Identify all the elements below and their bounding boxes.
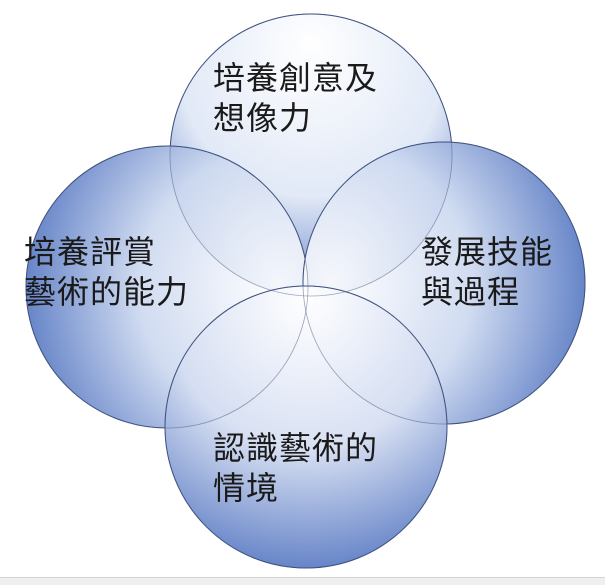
label-bottom-line-1: 認識藝術的 (213, 429, 379, 467)
label-bottom: 認識藝術的 情境 (213, 428, 378, 508)
outline-top (169, 13, 453, 297)
label-bottom-line-2: 情境 (213, 469, 280, 507)
label-right-line-1: 發展技能 (421, 233, 554, 271)
label-top-line-1: 培養創意及 (213, 59, 379, 97)
label-left-line-2: 藝術的能力 (24, 273, 190, 311)
outline-left (25, 145, 309, 429)
label-right: 發展技能 與過程 (421, 232, 553, 312)
outline-bottom (164, 285, 448, 569)
label-left: 培養評賞 藝術的能力 (24, 232, 189, 312)
outline-right (302, 141, 586, 425)
label-top: 培養創意及 想像力 (213, 58, 378, 138)
label-right-line-2: 與過程 (421, 273, 521, 311)
circle-outlines (25, 13, 586, 569)
label-left-line-1: 培養評賞 (24, 233, 157, 271)
circle-bottom (164, 285, 448, 569)
bottom-edge-bar (0, 577, 605, 585)
label-top-line-2: 想像力 (213, 99, 313, 137)
